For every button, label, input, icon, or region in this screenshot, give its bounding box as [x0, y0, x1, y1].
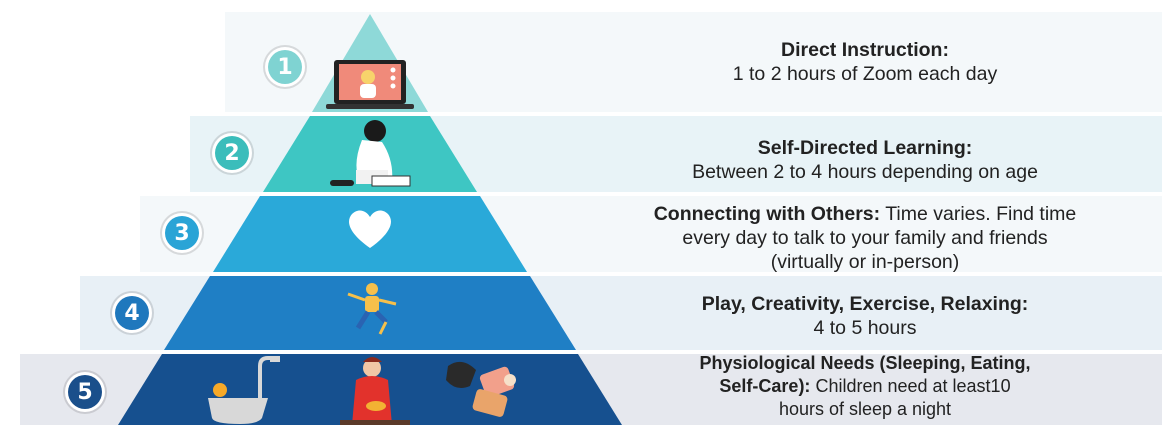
eating-person-icon	[340, 357, 410, 425]
jumping-child-icon	[347, 283, 397, 335]
level-4-text: Play, Creativity, Exercise, Relaxing: 4 …	[625, 292, 1105, 340]
laptop-video-call-icon	[326, 60, 414, 109]
level-1-title: Direct Instruction:	[781, 39, 949, 61]
level-2-title: Self-Directed Learning:	[757, 137, 973, 159]
level-3-line-2: (virtually or in-person)	[770, 251, 960, 273]
level-5-text: Physiological Needs (Sleeping, Eating, S…	[625, 352, 1105, 421]
level-number-4: 4	[115, 296, 149, 330]
level-number-3: 3	[165, 216, 199, 250]
heart-icon	[349, 210, 391, 248]
level-5-line-1: hours of sleep a night	[778, 399, 952, 419]
level-number-2: 2	[215, 136, 249, 170]
level-2-text: Self-Directed Learning: Between 2 to 4 h…	[625, 136, 1105, 184]
bathtub-icon	[208, 356, 280, 424]
level-1-line-1: 1 to 2 hours of Zoom each day	[732, 63, 998, 85]
level-5-inline: Children need at least10	[810, 376, 1011, 396]
level-3-text: Connecting with Others: Time varies. Fin…	[625, 202, 1105, 274]
level-number-1: 1	[268, 50, 302, 84]
level-4-title: Play, Creativity, Exercise, Relaxing:	[701, 293, 1029, 315]
level-3-line-1: every day to talk to your family and fri…	[682, 227, 1048, 249]
level-1-text: Direct Instruction: 1 to 2 hours of Zoom…	[625, 38, 1105, 86]
level-5-title-line-1: Physiological Needs (Sleeping, Eating,	[699, 353, 1031, 373]
level-number-5: 5	[68, 375, 102, 409]
level-4-line-1: 4 to 5 hours	[813, 317, 917, 339]
sleeping-person-icon	[446, 361, 516, 417]
level-5-title-line-2: Self-Care):	[719, 376, 811, 396]
pyramid-tier-4	[164, 276, 576, 350]
child-reading-icon	[330, 120, 411, 187]
level-2-line-1: Between 2 to 4 hours depending on age	[692, 161, 1038, 183]
level-3-title: Connecting with Others:	[653, 203, 881, 225]
level-3-inline: Time varies. Find time	[880, 203, 1077, 225]
